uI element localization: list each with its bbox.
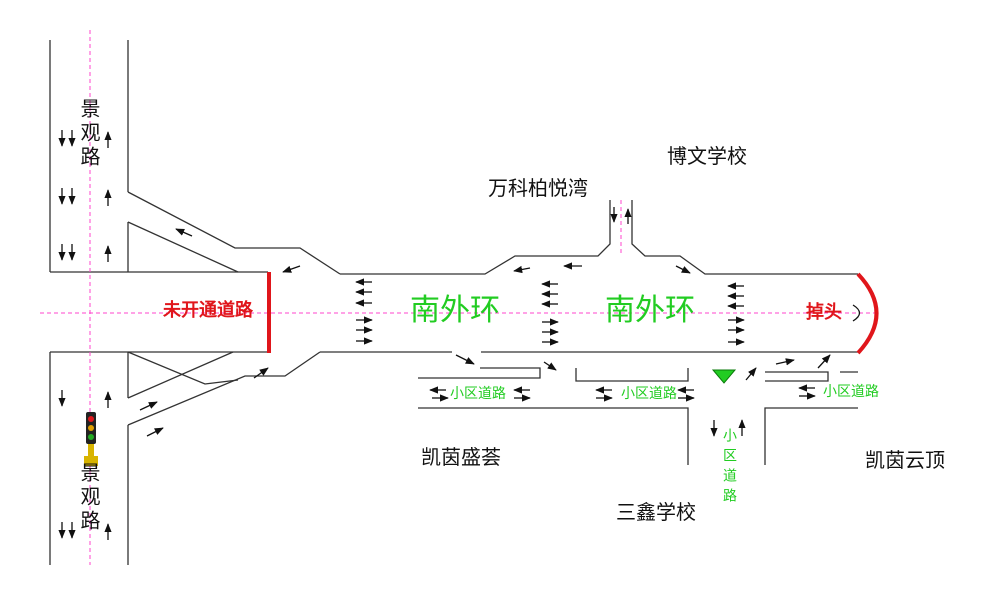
kaiyin-shenghui-label: 凯茵盛荟	[421, 445, 501, 469]
vanke-label: 万科柏悦湾	[488, 176, 588, 200]
nanwaihuan-right-label: 南外环	[605, 293, 695, 328]
xiaoqu-road-vertical-label: 小区道路	[721, 428, 737, 508]
jingguan-road-top-label: 景观路	[77, 98, 101, 170]
uturn-barrier	[856, 272, 879, 355]
road-edges	[49, 40, 858, 565]
upper-slip-outer	[127, 191, 341, 275]
traffic-light-icon	[84, 412, 98, 466]
kaiyin-yunding-label: 凯茵云顶	[865, 448, 945, 472]
jingguan-road-bottom-label: 景观路	[77, 462, 101, 534]
red-barriers	[267, 272, 879, 355]
uturn-label: 掉头	[806, 302, 842, 323]
lower-slip-outer	[127, 351, 321, 426]
sanxin-school-label: 三鑫学校	[616, 500, 696, 524]
upper-slip-inner	[127, 221, 239, 273]
lower-wedge	[127, 351, 239, 385]
center-lines	[40, 30, 880, 565]
unopened-road-label: 未开通道路	[163, 300, 253, 321]
lower-slip-inner	[127, 351, 234, 399]
nanwaihuan-north-edge-1	[340, 200, 611, 275]
pedestrian-triangle-icon	[711, 369, 737, 384]
nanwaihuan-left-label: 南外环	[410, 293, 500, 328]
nanwaihuan-north-edge-2	[631, 200, 858, 275]
u-turn-icon	[852, 304, 861, 322]
xiaoqu-road-mid-label: 小区道路	[621, 386, 677, 402]
service-road-south-edge	[418, 407, 689, 465]
xiaoqu-road-left-label: 小区道路	[450, 386, 506, 402]
lane-arrows	[58, 130, 831, 540]
bowen-school-label: 博文学校	[667, 144, 747, 168]
xiaoqu-road-right-label: 小区道路	[823, 384, 879, 400]
